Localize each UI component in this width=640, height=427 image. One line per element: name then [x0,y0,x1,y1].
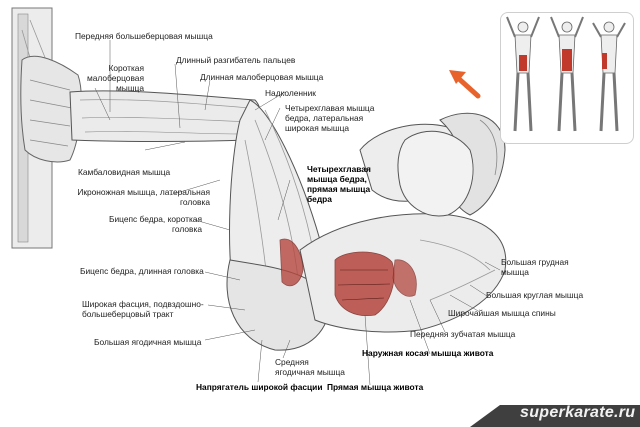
label-pectoralis-major: Большая грудная мышца [501,257,569,277]
lower-leg [69,90,262,142]
torso [279,213,507,333]
feet [20,55,82,163]
label-patella: Надколенник [265,88,316,98]
mini-figure-side [550,16,584,132]
head-and-arms [359,112,506,217]
label-ext-digitorum-longus: Длинный разгибатель пальцев [176,55,296,65]
watermark-band [470,405,640,427]
label-tensor-fasciae: Напрягатель широкой фасции [196,382,323,392]
label-it-tract: Широкая фасция, подвздошно- большеберцов… [82,299,204,319]
muscle-highlight-inset [500,12,634,144]
label-rectus-abdominis: Прямая мышца живота [327,382,424,392]
label-peroneus-brevis: Короткая малоберцовая мышца [87,63,144,93]
label-gluteus-medius: Средняя ягодичная мышца [275,357,345,377]
mini-figure-front [506,16,540,132]
label-serratus-anterior: Передняя зубчатая мышца [410,329,516,339]
mini-figure-back [592,21,626,132]
label-peroneus-longus: Длинная малоберцовая мышца [200,72,324,82]
label-biceps-long: Бицепс бедра, длинная головка [80,266,204,276]
watermark: superkarate.ru [520,404,636,421]
label-gluteus-maximus: Большая ягодичная мышца [94,337,202,347]
leader-lines [94,40,501,386]
label-rectus-femoris: Четырехглавая мышца бедра, прямая мышца … [307,164,371,204]
label-vastus-lateralis: Четырехглавая мышца бедра, латеральная ш… [285,103,375,133]
label-latissimus-dorsi: Широчайшая мышца спины [448,308,556,318]
label-soleus: Камбаловидная мышца [78,167,171,177]
label-external-oblique: Наружная косая мышца живота [362,348,494,358]
mini-figures-illustration [506,16,626,132]
label-tibialis-anterior: Передняя большеберцовая мышца [75,31,213,41]
label-teres-major: Большая круглая мышца [486,290,584,300]
label-biceps-short: Бицепс бедра, короткая головка [108,214,202,234]
direction-arrow-icon [449,70,481,99]
label-gastrocnemius-lateral: Икроножная мышца, латеральная головка [77,187,210,207]
